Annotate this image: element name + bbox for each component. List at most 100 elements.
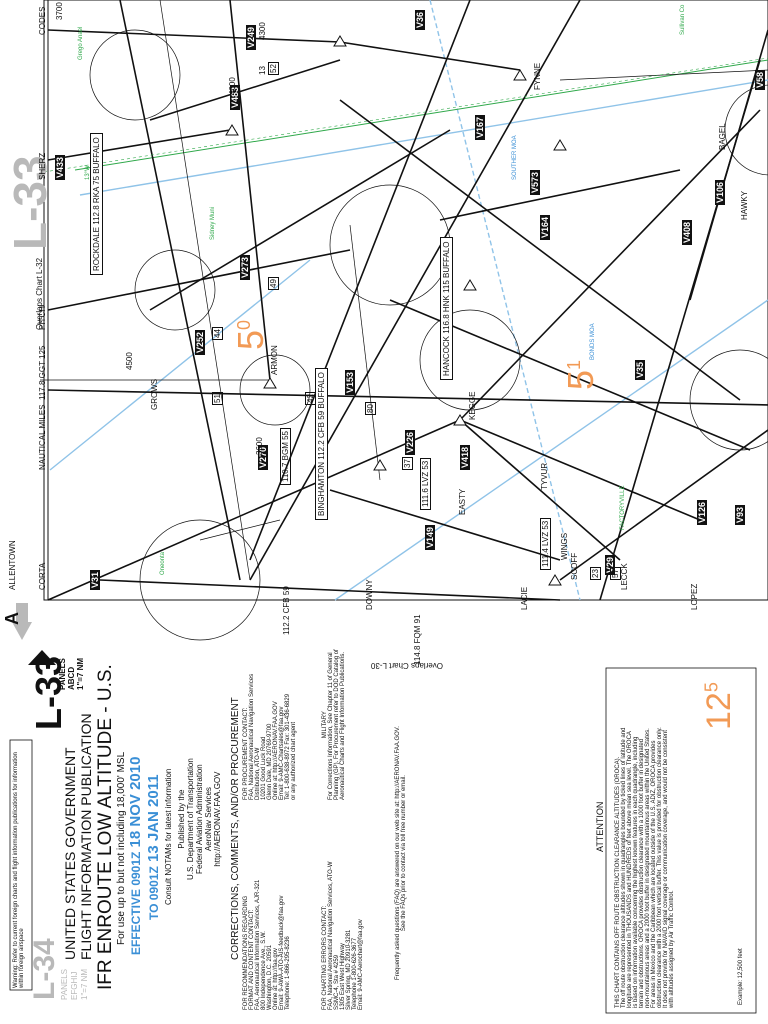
airway-shield[interactable]: V418 bbox=[460, 444, 470, 470]
distance-label: 13 bbox=[258, 66, 267, 75]
example-label: Example: 12,500 feet bbox=[738, 948, 744, 1005]
frequency-label: 111.6 LVZ 53 bbox=[420, 457, 431, 510]
prev-chart-arrow-icon bbox=[12, 622, 32, 640]
edge-label: DOWNY bbox=[365, 579, 374, 610]
next-chart-arrow-icon bbox=[28, 650, 56, 665]
warning-box bbox=[9, 739, 33, 991]
overlaps-bottom-label: Overlaps Chart L-30 bbox=[370, 661, 443, 670]
attention-text: THIS CHART CONTAINS OFF ROUTE OBSTRUCTIO… bbox=[615, 727, 675, 1008]
chart-title: IFR ENROUTE LOW ALTITUDE - U.S. bbox=[95, 664, 116, 990]
edge-label: ALLENTOWN bbox=[8, 540, 17, 590]
panels-label: PANELS bbox=[58, 658, 67, 690]
prev-panels: EFGHIJ bbox=[70, 971, 79, 1000]
notams-note: Consult NOTAMs for latest information bbox=[164, 768, 173, 905]
airway-shield[interactable]: V226 bbox=[405, 429, 415, 455]
prev-scale: 1"=7 NM bbox=[80, 968, 89, 1000]
scale: 1"=7 NM bbox=[76, 657, 85, 690]
airway-shield[interactable]: V252 bbox=[195, 329, 205, 355]
vor-compass-roses bbox=[89, 29, 768, 641]
fix-name[interactable]: GROWS bbox=[150, 378, 159, 410]
edge-label: PITCH bbox=[38, 306, 47, 330]
left-scale-bar bbox=[43, 0, 49, 600]
prev-chart-arrow-stem bbox=[16, 603, 28, 623]
navaid-box[interactable]: HANCOCK 116.8 HNK 115 BUFFALO bbox=[440, 237, 453, 380]
distance-label: 49 bbox=[268, 277, 279, 290]
airway-shield[interactable]: V31 bbox=[90, 569, 100, 590]
fix-name[interactable]: WINGS bbox=[560, 532, 569, 560]
airway-shield[interactable]: V164 bbox=[540, 214, 550, 240]
airway-shield[interactable]: V35 bbox=[635, 359, 645, 380]
fix-name[interactable]: EASTY bbox=[458, 488, 467, 515]
edge-label: 114.8 FQM 91 bbox=[413, 614, 422, 665]
mea-label: 4000 bbox=[228, 77, 237, 95]
edge-label: CODES bbox=[38, 6, 47, 35]
mea-label: 3700 bbox=[55, 2, 64, 20]
airway-shield[interactable]: V249 bbox=[246, 24, 256, 50]
airport-label[interactable]: Sullivan Co bbox=[680, 4, 686, 35]
edge-label: 117.8 GGT 125 bbox=[38, 345, 47, 400]
airway-shield[interactable]: V167 bbox=[475, 114, 485, 140]
airway-shield[interactable]: V106 bbox=[715, 179, 725, 205]
panel-letter: A bbox=[2, 612, 22, 625]
edge-label: NAUTICAL MILES bbox=[38, 404, 47, 471]
airway-shield[interactable]: V408 bbox=[682, 219, 692, 245]
distance-label: 51 bbox=[212, 392, 223, 405]
chart-panel-border bbox=[43, 0, 768, 601]
airway-shield[interactable]: V573 bbox=[530, 169, 540, 195]
frequency-label: 111.4 LVZ 53 bbox=[540, 517, 551, 570]
airway-shield[interactable]: V93 bbox=[735, 504, 745, 525]
frequency-label: 110.7 BGM 55 bbox=[280, 428, 291, 485]
airway-shield[interactable]: V433 bbox=[55, 154, 65, 180]
mea-label: 4300 bbox=[258, 22, 267, 40]
airway-lines bbox=[47, 0, 768, 601]
distance-label: 80 bbox=[365, 402, 376, 415]
fix-name[interactable]: BAGEL bbox=[718, 123, 727, 150]
airway-shield[interactable]: V36 bbox=[415, 9, 425, 30]
edge-label: CORTA bbox=[38, 562, 47, 590]
distance-label: 52 bbox=[268, 62, 279, 75]
isogonic-line bbox=[43, 57, 768, 173]
airport-label[interactable]: Grego Anael bbox=[78, 26, 84, 60]
format-contact: FOR RECOMMENDATIONS REGARDING FORMAT AND… bbox=[243, 879, 291, 1010]
special-use-area: SOUTHER MOA bbox=[512, 135, 518, 180]
fix-name[interactable]: ARMON bbox=[270, 345, 279, 375]
navaid-box[interactable]: ROCKDALE 112.8 RKA 75 BUFFALO bbox=[90, 133, 103, 275]
airway-shield[interactable]: V126 bbox=[697, 499, 707, 525]
blue-boundary-lines bbox=[49, 0, 768, 601]
procurement-contact: FOR PROCUREMENT CONTACT: FAA, National A… bbox=[243, 673, 297, 800]
example-oroca: 125 bbox=[700, 682, 738, 730]
fix-name[interactable]: FYNNE bbox=[533, 62, 542, 90]
mea-label: 3600 bbox=[255, 437, 264, 455]
prev-panels-label: PANELS bbox=[60, 969, 69, 1000]
distance-label: 37 bbox=[402, 457, 413, 470]
fix-name[interactable]: LECCK bbox=[620, 563, 629, 590]
fix-name[interactable]: SCOFF bbox=[570, 552, 579, 580]
edge-label: LACIE bbox=[520, 586, 529, 610]
airway-shield[interactable]: V273 bbox=[240, 254, 250, 280]
edge-label: SHERZ bbox=[38, 152, 47, 180]
gov-line-1: UNITED STATES GOVERNMENT bbox=[62, 747, 78, 960]
faq-note: Frequently asked questions (FAQ) are ans… bbox=[395, 726, 407, 980]
oroca-value-1: 50 bbox=[230, 319, 271, 350]
fix-name[interactable]: HAWKY bbox=[740, 190, 749, 220]
airway-shield[interactable]: V153 bbox=[345, 369, 355, 395]
military-note: MILITARY For Corrections Information, Se… bbox=[322, 649, 346, 800]
charting-errors-contact: FOR CHARTING ERRORS CONTACT: FAA, Nation… bbox=[322, 861, 364, 1010]
magnetic-variation: 13°W bbox=[85, 165, 91, 180]
fix-name[interactable]: KEGGE bbox=[468, 391, 477, 420]
navaid-box[interactable]: BINGHAMTON 112.2 CFB 59 BUFFALO bbox=[315, 368, 328, 520]
prev-chart-label[interactable]: L-34 bbox=[28, 938, 61, 1000]
published-by: Published by the U.S. Department of Tran… bbox=[177, 758, 222, 880]
attention-box bbox=[605, 667, 757, 1014]
airway-shield[interactable]: V149 bbox=[425, 524, 435, 550]
airport-label[interactable]: FACTORYVILLE bbox=[620, 485, 626, 530]
airport-label[interactable]: Sidney Muni bbox=[210, 206, 216, 240]
fix-name[interactable]: TYVUR bbox=[540, 462, 549, 490]
to-line: TO 0901Z 13 JAN 2011 bbox=[145, 774, 162, 920]
corrections-header: CORRECTIONS, COMMENTS, AND/OR PROCUREMEN… bbox=[230, 697, 241, 960]
airway-shield[interactable]: V58 bbox=[755, 69, 765, 90]
airport-label[interactable]: Oneonta bbox=[160, 551, 166, 575]
green-boundary-line bbox=[74, 59, 768, 171]
oroca-value-2: 51 bbox=[560, 359, 601, 390]
